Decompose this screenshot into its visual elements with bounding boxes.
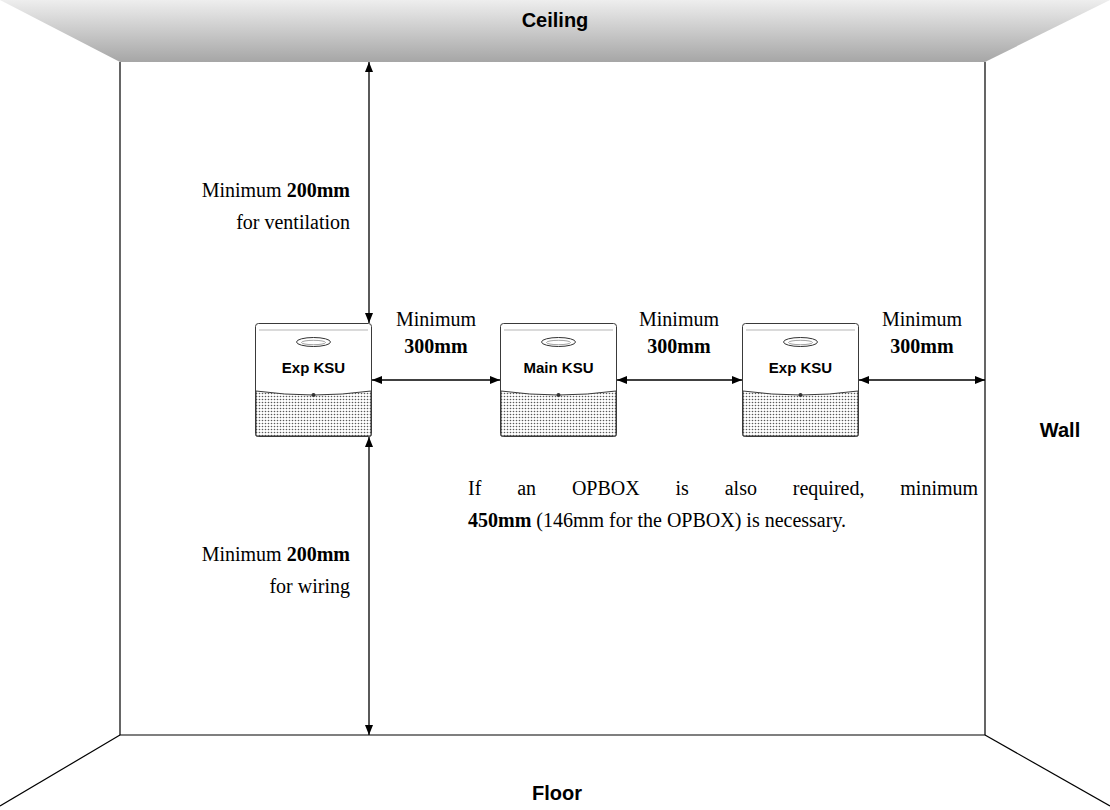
ksu-housing	[255, 323, 372, 437]
clearance-note: Minimum 300mm	[862, 306, 982, 360]
status-lamp-inner	[547, 340, 571, 344]
ksu-housing	[742, 323, 859, 437]
floor-label-box: Floor	[507, 782, 607, 804]
cover-screw	[799, 393, 803, 397]
cover-screw	[312, 393, 316, 397]
vent-grille	[743, 391, 858, 436]
back-wall-outline	[120, 62, 985, 735]
clearance-note-box: Minimum 200mm for ventilation	[120, 174, 350, 238]
opbox-note-box: If an OPBOX is also required, minimum 45…	[468, 472, 978, 536]
vent-grille	[256, 391, 371, 436]
opbox-note: If an OPBOX is also required, minimum 45…	[468, 472, 978, 536]
clearance-note: Minimum 300mm	[376, 306, 496, 360]
cover-ridge	[504, 330, 613, 331]
clearance-note-box: Minimum 200mm for wiring	[120, 538, 350, 602]
unit-name: Exp KSU	[282, 358, 345, 378]
ksu-cover	[501, 324, 617, 437]
clearance-note-box: Minimum 300mm	[619, 306, 739, 360]
status-lamp-inner	[789, 340, 813, 344]
wall-clearance-arrow	[859, 379, 985, 380]
floor-label: Floor	[507, 782, 607, 804]
ksu-unit: Exp KSU	[255, 323, 372, 437]
status-lamp-inner	[302, 340, 326, 344]
ksu-cover	[256, 324, 372, 437]
ksu-unit: Exp KSU	[742, 323, 859, 437]
clearance-arrow	[372, 379, 500, 380]
ksu-unit: Main KSU	[500, 323, 617, 437]
cover-ridge	[746, 330, 855, 331]
ksu-cover	[743, 324, 859, 437]
wall-label-box: Wall	[1020, 418, 1100, 442]
ceiling-fill	[0, 0, 1110, 62]
cover-screw	[557, 393, 561, 397]
clearance-note-box: Minimum 300mm	[862, 306, 982, 360]
status-lamp	[297, 338, 331, 347]
clearance-note-box: Minimum 300mm	[376, 306, 496, 360]
floor-edge-right	[985, 735, 1110, 806]
ceiling-label: Ceiling	[522, 10, 589, 30]
clearance-arrow	[617, 379, 742, 380]
floor-clearance-arrow	[368, 437, 369, 735]
clearance-note: Minimum 300mm	[619, 306, 739, 360]
clearance-note: Minimum 200mm for ventilation	[120, 174, 350, 238]
status-lamp	[542, 338, 576, 347]
ksu-housing	[500, 323, 617, 437]
clearance-note: Minimum 200mm for wiring	[120, 538, 350, 602]
unit-name: Main KSU	[523, 358, 593, 378]
status-lamp	[784, 338, 818, 347]
unit-name: Exp KSU	[769, 358, 832, 378]
vent-grille	[501, 391, 616, 436]
clearance-arrow	[368, 62, 369, 323]
floor-edge-left	[0, 735, 120, 806]
ceiling-band: Ceiling	[0, 0, 1110, 62]
wall-label: Wall	[1020, 418, 1100, 442]
cover-ridge	[259, 330, 368, 331]
